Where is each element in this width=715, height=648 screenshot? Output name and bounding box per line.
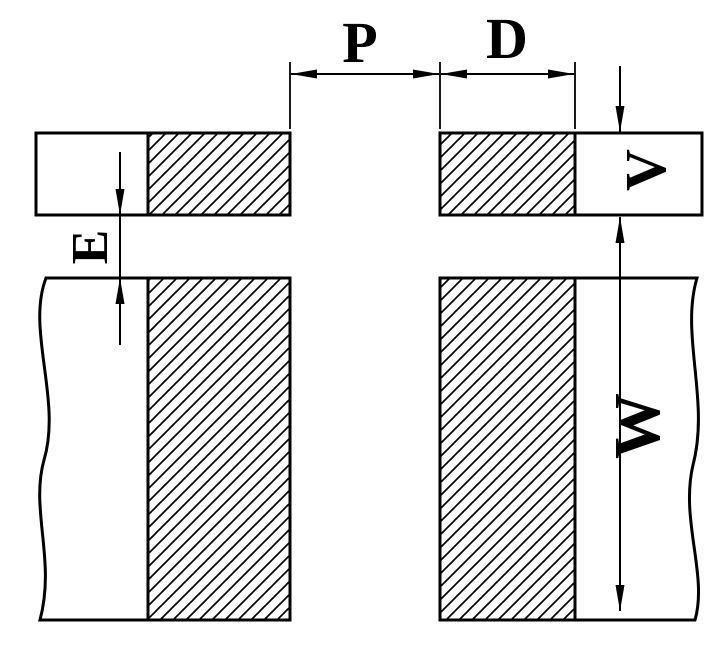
dimension-w-arrowhead-down <box>615 585 625 611</box>
dimension-e-arrowhead-up <box>115 278 125 304</box>
top-left-strip-hatch <box>146 131 292 217</box>
dimension-p: P <box>291 10 439 79</box>
label-v: V <box>613 149 678 191</box>
label-w: W <box>601 393 674 459</box>
label-d: D <box>486 6 528 71</box>
dimension-p-arrowhead-right <box>413 69 439 79</box>
dimension-p-arrowhead-left <box>291 69 317 79</box>
dimension-d-arrowhead-right <box>548 69 574 79</box>
dimension-w-arrowhead-up <box>615 217 625 243</box>
bottom-left-block <box>38 276 292 622</box>
dimension-v: V <box>613 66 678 191</box>
bottom-right-block-hatch <box>438 276 577 622</box>
bottom-left-block-hatch <box>146 276 292 622</box>
top-right-strip <box>438 131 704 217</box>
label-e: E <box>62 230 119 265</box>
dimension-e-arrowhead-down <box>115 189 125 215</box>
bottom-right-block <box>438 276 700 622</box>
dimension-d: D <box>441 6 574 79</box>
dimension-d-arrowhead-left <box>441 69 467 79</box>
top-right-strip-hatch <box>438 131 577 217</box>
label-p: P <box>342 10 377 75</box>
dimension-e: E <box>62 152 125 345</box>
dimension-w: W <box>601 217 674 611</box>
top-left-strip <box>34 131 292 217</box>
dimension-v-arrowhead-down <box>615 106 625 132</box>
extension-lines <box>289 62 576 129</box>
